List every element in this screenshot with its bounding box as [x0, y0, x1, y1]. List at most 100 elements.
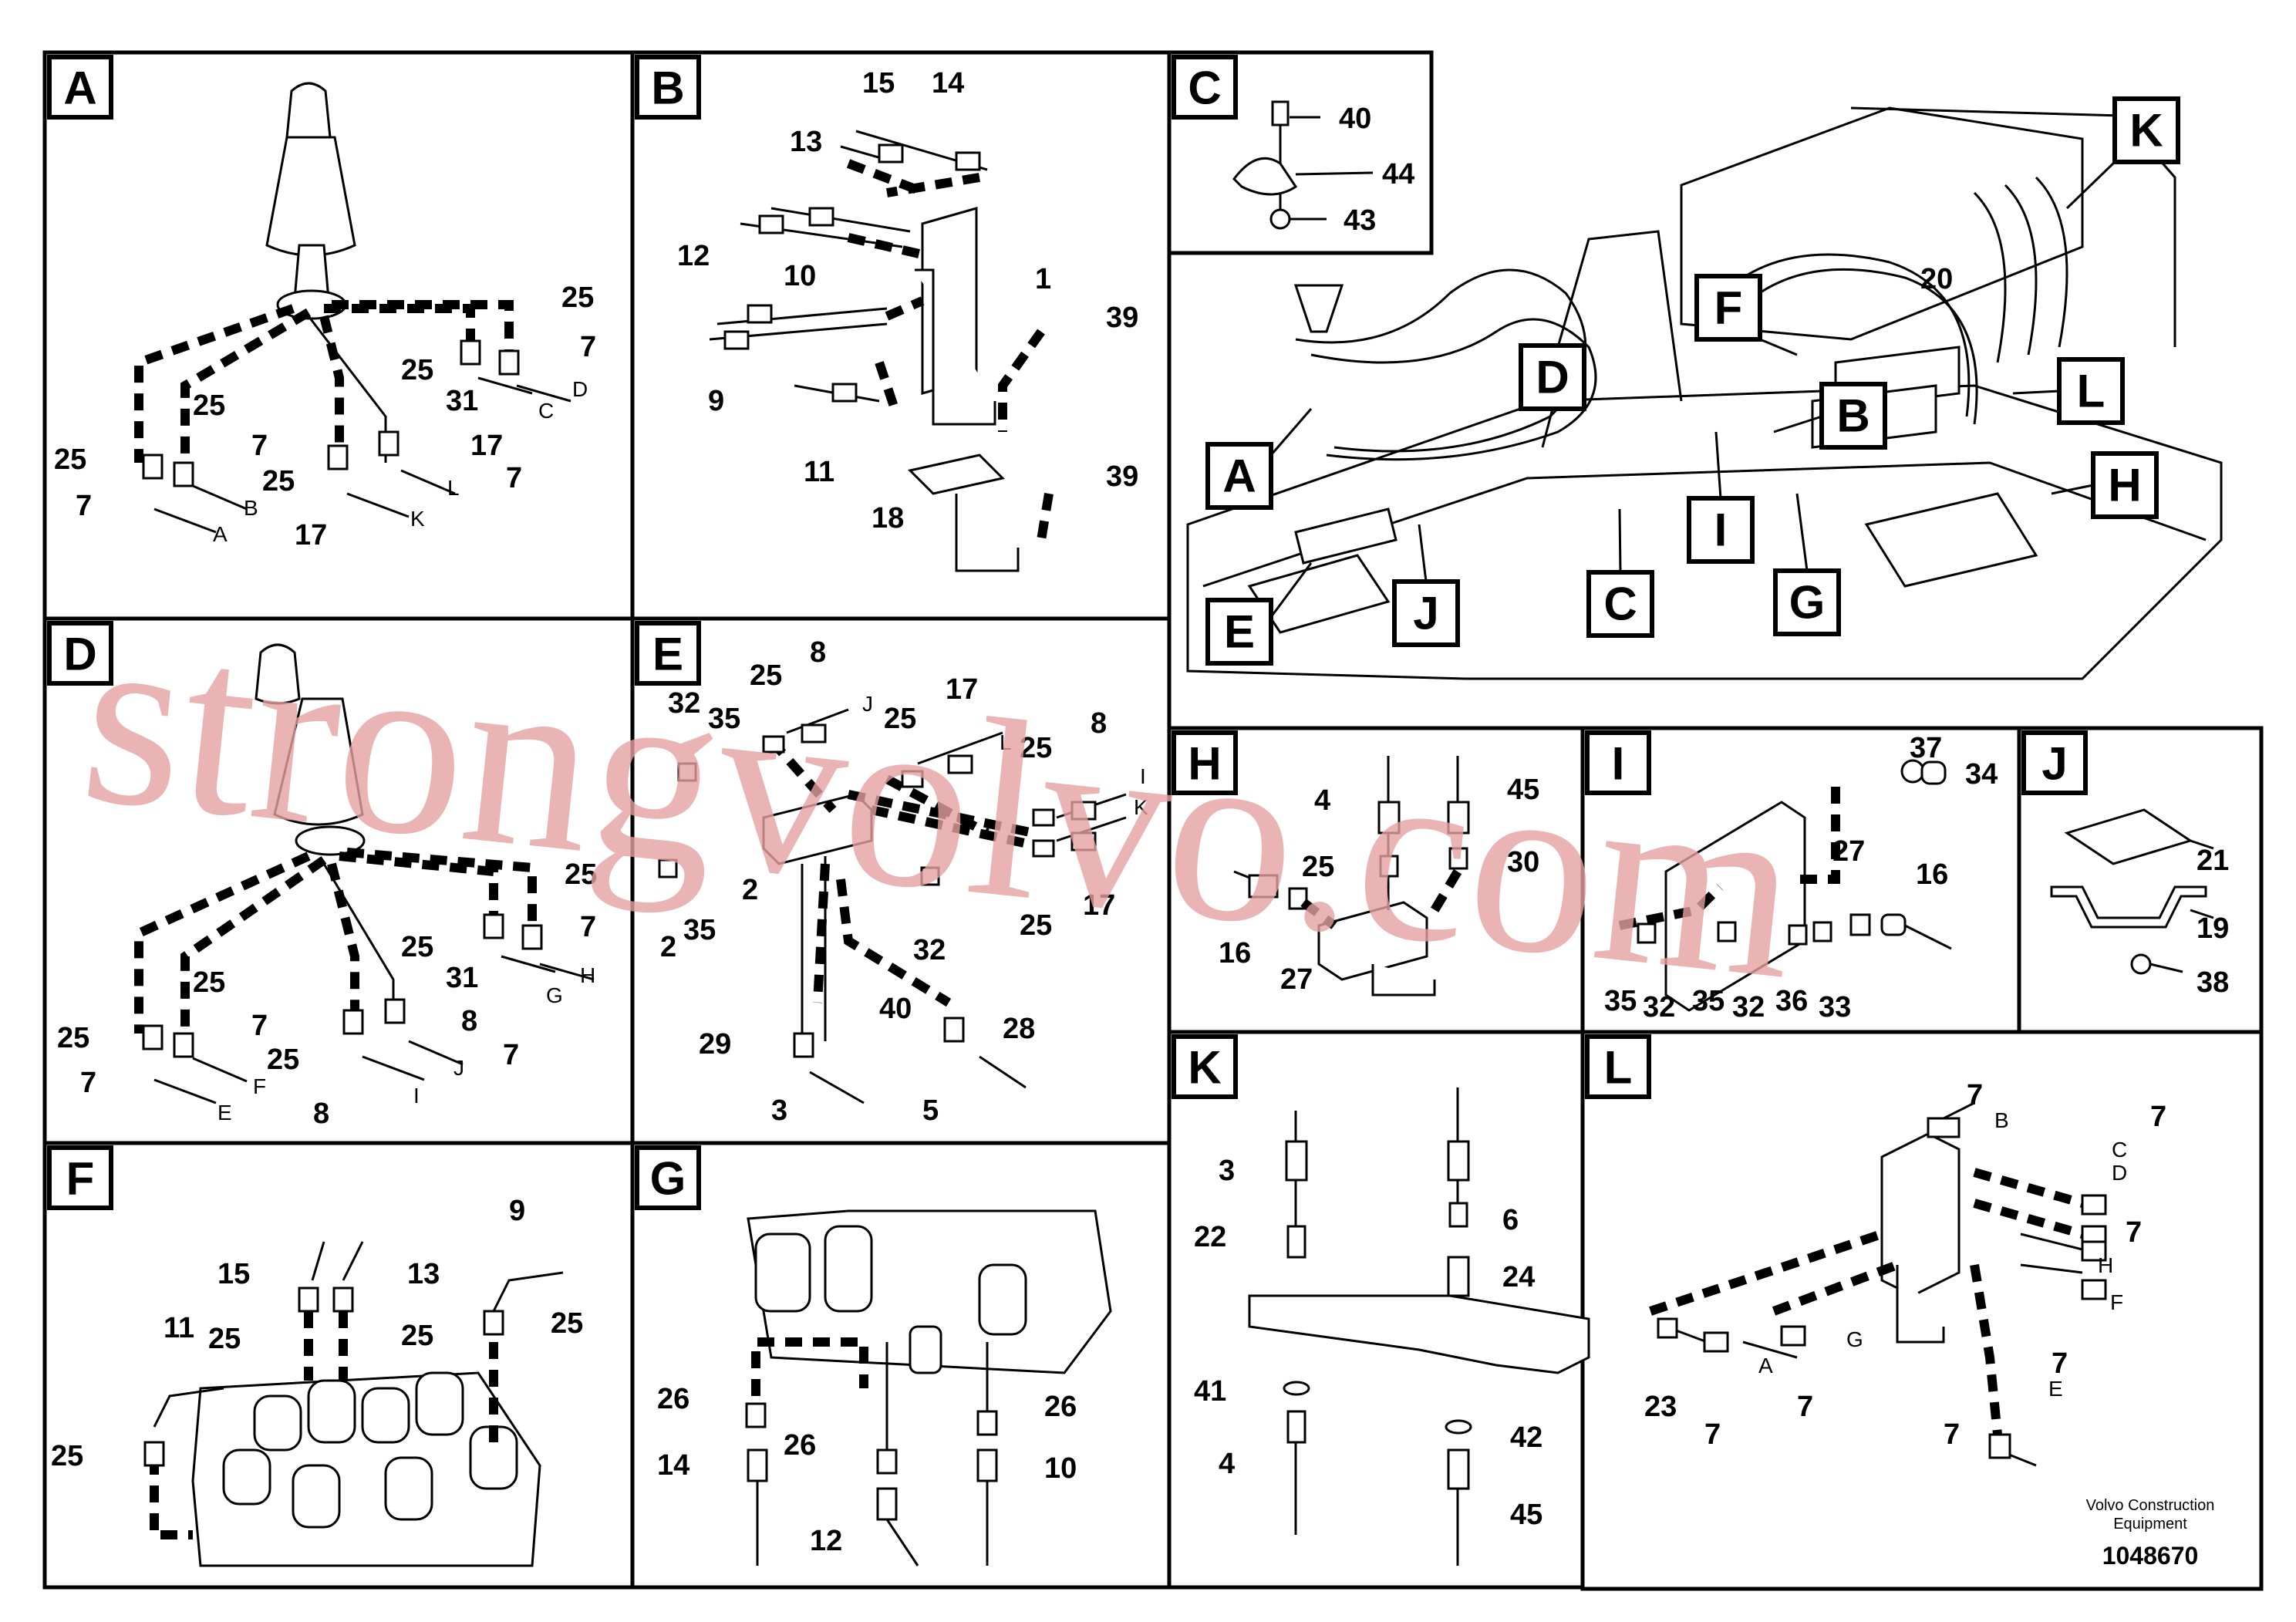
svg-text:3: 3 [771, 1094, 787, 1127]
svg-text:13: 13 [790, 126, 822, 158]
svg-text:23: 23 [1644, 1391, 1677, 1423]
panel-c-frame [1167, 50, 1434, 255]
svg-text:F: F [66, 1153, 95, 1205]
j-bracket [2050, 885, 2207, 929]
svg-text:39: 39 [1106, 460, 1138, 493]
svg-text:A: A [63, 62, 96, 114]
panel-f-tag: F [47, 1145, 113, 1210]
overview-tag-h: H [2091, 451, 2159, 519]
svg-text:I: I [1714, 504, 1728, 556]
svg-text:25: 25 [51, 1440, 83, 1472]
svg-text:25: 25 [262, 465, 295, 497]
footer-brand-line1: Volvo Construction [2086, 1497, 2215, 1514]
panel-k-drawing [1248, 1088, 1590, 1566]
panel-g-drawing [745, 1209, 1112, 1566]
overview-tag-f: F [1694, 274, 1762, 342]
svg-text:16: 16 [1916, 858, 1948, 891]
panel-e-drawing [658, 708, 1127, 1104]
svg-text:12: 12 [810, 1525, 842, 1557]
footer-drawing-number: 1048670 [2102, 1542, 2199, 1570]
svg-text:9: 9 [708, 385, 724, 417]
svg-text:4: 4 [1314, 784, 1330, 817]
panel-c-callouts: 40 44 43 [1339, 103, 1414, 237]
panel-l-frame [1580, 1030, 2264, 1591]
svg-text:28: 28 [1003, 1013, 1035, 1045]
svg-text:J: J [2041, 738, 2067, 790]
joystick-boot [265, 136, 356, 257]
svg-text:L: L [447, 476, 460, 500]
svg-text:35: 35 [1692, 985, 1725, 1017]
svg-text:7: 7 [503, 1039, 519, 1071]
panel-d-tag: D [47, 621, 113, 686]
svg-text:11: 11 [164, 1312, 194, 1344]
svg-text:34: 34 [1965, 758, 1998, 791]
overview-tag-l: L [2057, 357, 2125, 425]
svg-text:B: B [651, 62, 684, 114]
svg-text:K: K [410, 507, 425, 531]
svg-text:32: 32 [913, 934, 946, 966]
svg-text:C: C [538, 399, 554, 423]
panel-d-callouts: 25 7 25 25 7 31 8 7 25 7 25 8 H G F J E … [57, 858, 597, 1130]
svg-text:25: 25 [1020, 909, 1052, 942]
overview-tag-e: E [1205, 598, 1273, 666]
svg-text:32: 32 [1643, 991, 1675, 1023]
svg-text:25: 25 [750, 659, 782, 692]
svg-text:25: 25 [884, 703, 916, 735]
svg-text:8: 8 [1091, 707, 1107, 740]
svg-text:G: G [1846, 1327, 1863, 1351]
svg-text:H: H [1188, 738, 1221, 790]
svg-text:17: 17 [1083, 889, 1115, 922]
overview-leaders [1269, 160, 2116, 618]
svg-text:K: K [1188, 1042, 1221, 1094]
svg-text:D: D [572, 377, 588, 401]
svg-text:1: 1 [1035, 263, 1051, 295]
svg-text:27: 27 [1832, 835, 1865, 868]
svg-text:45: 45 [1510, 1499, 1542, 1531]
panel-l-tag: L [1585, 1034, 1651, 1099]
svg-text:33: 33 [1819, 991, 1851, 1023]
svg-text:31: 31 [446, 385, 478, 417]
k-perforated-plate [1248, 1294, 1590, 1374]
svg-text:38: 38 [2197, 966, 2229, 999]
svg-text:25: 25 [401, 354, 433, 386]
svg-text:25: 25 [57, 1022, 89, 1054]
svg-text:26: 26 [784, 1429, 816, 1462]
panel-k-tag: K [1172, 1034, 1238, 1099]
panel-i-callouts: 37 34 27 16 35 32 35 32 36 33 [1604, 732, 1998, 1023]
panel-e-tag: E [635, 621, 701, 686]
svg-text:6: 6 [1502, 1204, 1519, 1236]
svg-text:8: 8 [461, 1005, 477, 1037]
svg-text:I: I [1612, 738, 1625, 790]
panel-f-frame [42, 1141, 635, 1590]
svg-text:9: 9 [509, 1195, 525, 1227]
svg-text:40: 40 [879, 993, 912, 1025]
svg-text:25: 25 [551, 1307, 583, 1340]
svg-text:25: 25 [1020, 732, 1052, 764]
svg-text:32: 32 [668, 687, 700, 720]
svg-text:10: 10 [1044, 1452, 1077, 1485]
svg-text:25: 25 [401, 1320, 433, 1352]
overview-tag-b: B [1819, 382, 1887, 450]
svg-text:25: 25 [208, 1323, 241, 1355]
svg-text:39: 39 [1106, 302, 1138, 334]
svg-text:27: 27 [1280, 963, 1313, 996]
footer-brand-line2: Equipment [2113, 1516, 2187, 1533]
svg-text:7: 7 [2150, 1101, 2166, 1133]
svg-text:30: 30 [1507, 846, 1539, 878]
svg-text:7: 7 [2052, 1347, 2068, 1380]
overview-part-20: 20 [1920, 263, 1953, 295]
svg-text:7: 7 [1967, 1079, 1983, 1111]
h-distribution-block [1317, 901, 1428, 981]
svg-text:36: 36 [1775, 985, 1808, 1017]
svg-text:21: 21 [2197, 845, 2229, 877]
panel-j-drawing [2050, 808, 2214, 975]
svg-text:8: 8 [313, 1098, 329, 1130]
clamp [1232, 157, 1298, 196]
svg-text:13: 13 [407, 1258, 440, 1290]
svg-text:A: A [213, 522, 228, 546]
svg-text:4: 4 [1219, 1448, 1235, 1480]
svg-text:35: 35 [683, 914, 716, 946]
svg-text:2: 2 [660, 931, 676, 963]
svg-text:7: 7 [580, 911, 596, 943]
svg-text:32: 32 [1732, 991, 1765, 1023]
